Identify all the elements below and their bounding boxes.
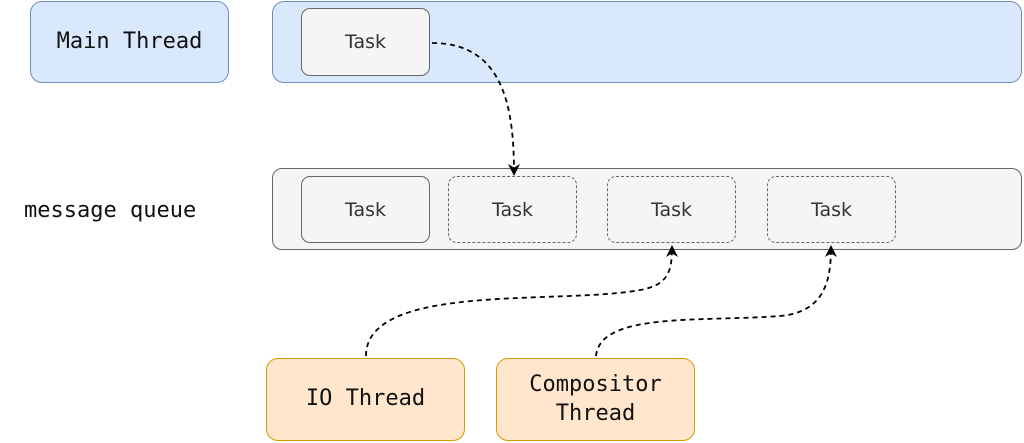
edge-io-thread-to-queue	[365, 245, 678, 357]
queue-task-label: Task	[650, 198, 692, 221]
main-thread-node: Main Thread	[30, 1, 229, 83]
queue-task-pending: Task	[607, 176, 736, 243]
queue-task-label: Task	[491, 198, 533, 221]
compositor-thread-label: Compositor Thread	[529, 371, 662, 426]
queue-task: Task	[301, 176, 430, 243]
queue-task-pending: Task	[767, 176, 896, 243]
queue-task-pending: Task	[448, 176, 577, 243]
io-thread-node: IO Thread	[266, 358, 465, 441]
main-thread-task-label: Task	[344, 31, 386, 53]
main-thread-task: Task	[301, 8, 430, 76]
message-queue-label-node: message queue	[24, 190, 254, 232]
edge-compositor-thread-to-queue	[595, 245, 837, 357]
queue-task-label: Task	[344, 198, 386, 221]
compositor-thread-node: Compositor Thread	[496, 358, 695, 441]
io-thread-label: IO Thread	[305, 386, 426, 412]
main-thread-label: Main Thread	[56, 28, 203, 54]
message-queue-label: message queue	[24, 197, 197, 223]
queue-task-label: Task	[810, 198, 852, 221]
